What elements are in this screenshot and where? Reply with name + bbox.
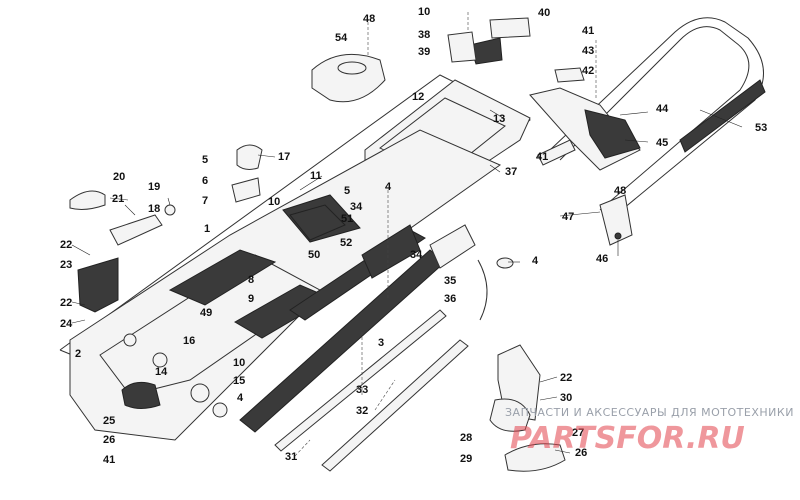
callout-45: 45 <box>656 137 668 149</box>
callout-50: 50 <box>308 249 320 261</box>
right-side-bracket <box>429 224 514 321</box>
callout-22-right: 22 <box>560 372 572 384</box>
bracket-assembly-top <box>447 17 531 65</box>
callout-48-top: 48 <box>363 13 375 25</box>
watermark-caption: ЗАПЧАСТИ И АКСЕССУАРЫ ДЛЯ МОТОТЕХНИКИ <box>505 406 794 419</box>
callout-36: 36 <box>444 293 456 305</box>
callout-22-left: 22 <box>60 239 72 251</box>
callout-11: 11 <box>310 170 322 182</box>
callout-22-lower: 22 <box>60 297 72 309</box>
callout-3: 3 <box>378 337 384 349</box>
callout-47: 47 <box>562 211 574 223</box>
tunnel-truss-rails <box>239 224 446 433</box>
callout-18: 18 <box>148 203 160 215</box>
callout-37: 37 <box>505 166 517 178</box>
callout-51: 51 <box>341 213 353 225</box>
callout-54: 54 <box>335 32 348 44</box>
callout-32: 32 <box>356 405 368 417</box>
bracket-17 <box>236 144 263 170</box>
callout-16: 16 <box>183 335 195 347</box>
callout-5-mid: 5 <box>344 185 350 197</box>
callout-24: 24 <box>60 318 73 330</box>
callout-13: 13 <box>493 113 505 125</box>
callout-40: 40 <box>538 7 550 19</box>
callout-34-top: 34 <box>350 201 363 213</box>
callout-49: 49 <box>200 307 212 319</box>
callout-41-mid: 41 <box>536 151 548 163</box>
callout-30: 30 <box>560 392 572 404</box>
callout-41-top: 41 <box>582 25 594 37</box>
callout-25: 25 <box>103 415 115 427</box>
callout-48-right: 48 <box>614 185 626 197</box>
bracket-6-7 <box>231 177 261 203</box>
callout-26-left: 26 <box>103 434 115 446</box>
callout-1: 1 <box>204 223 210 235</box>
rear-flap-assembly <box>529 67 641 171</box>
callout-34-right: 34 <box>410 249 423 261</box>
running-board-assembly <box>489 344 566 472</box>
pad-51 <box>289 204 346 241</box>
callout-12: 12 <box>412 91 424 103</box>
callout-39: 39 <box>418 46 430 58</box>
callout-19: 19 <box>148 181 160 193</box>
callout-17: 17 <box>278 151 290 163</box>
callout-43: 43 <box>582 45 594 57</box>
callout-53: 53 <box>755 122 767 134</box>
callout-15: 15 <box>233 375 245 387</box>
seat-pad <box>311 53 386 103</box>
callout-9: 9 <box>248 293 254 305</box>
callout-4-low: 4 <box>237 392 244 404</box>
hitch-bracket <box>599 194 633 246</box>
callout-44: 44 <box>656 103 669 115</box>
leader-lines <box>71 12 743 457</box>
callout-10-low: 10 <box>233 357 245 369</box>
callout-38: 38 <box>418 29 430 41</box>
callout-20: 20 <box>113 171 125 183</box>
rear-bumper-loop: SNO PRO <box>549 17 766 219</box>
callout-35: 35 <box>444 275 456 287</box>
callout-8: 8 <box>248 274 254 286</box>
callout-46: 46 <box>596 253 608 265</box>
callout-29: 29 <box>460 453 472 465</box>
callout-42: 42 <box>582 65 594 77</box>
watermark-brand: PARTSFOR.RU <box>510 421 745 456</box>
callout-26-right: 26 <box>575 447 587 459</box>
callout-21: 21 <box>112 193 124 205</box>
callout-41-low: 41 <box>103 454 115 466</box>
callout-5-left: 5 <box>202 154 208 166</box>
callout-31: 31 <box>285 451 297 463</box>
callout-6: 6 <box>202 175 208 187</box>
callout-52: 52 <box>340 237 352 249</box>
callout-labels: 48 54 10 40 38 39 41 43 42 44 53 45 41 1… <box>60 6 767 466</box>
callout-10-mid: 10 <box>268 196 280 208</box>
callout-28: 28 <box>460 432 472 444</box>
callout-10-top: 10 <box>418 6 430 18</box>
callout-14: 14 <box>155 366 168 378</box>
bottom-left-bracket <box>121 381 161 409</box>
callout-7: 7 <box>202 195 208 207</box>
callout-4-right: 4 <box>532 255 539 267</box>
callout-2: 2 <box>75 348 81 360</box>
front-left-components <box>69 190 176 313</box>
callout-33: 33 <box>356 384 368 396</box>
callout-27: 27 <box>572 427 584 439</box>
watermark: ЗАПЧАСТИ И АКСЕССУАРЫ ДЛЯ МОТОТЕХНИКИ PA… <box>505 406 794 456</box>
slide-rod <box>274 309 469 472</box>
callout-23: 23 <box>60 259 72 271</box>
callout-4-top: 4 <box>385 181 392 193</box>
